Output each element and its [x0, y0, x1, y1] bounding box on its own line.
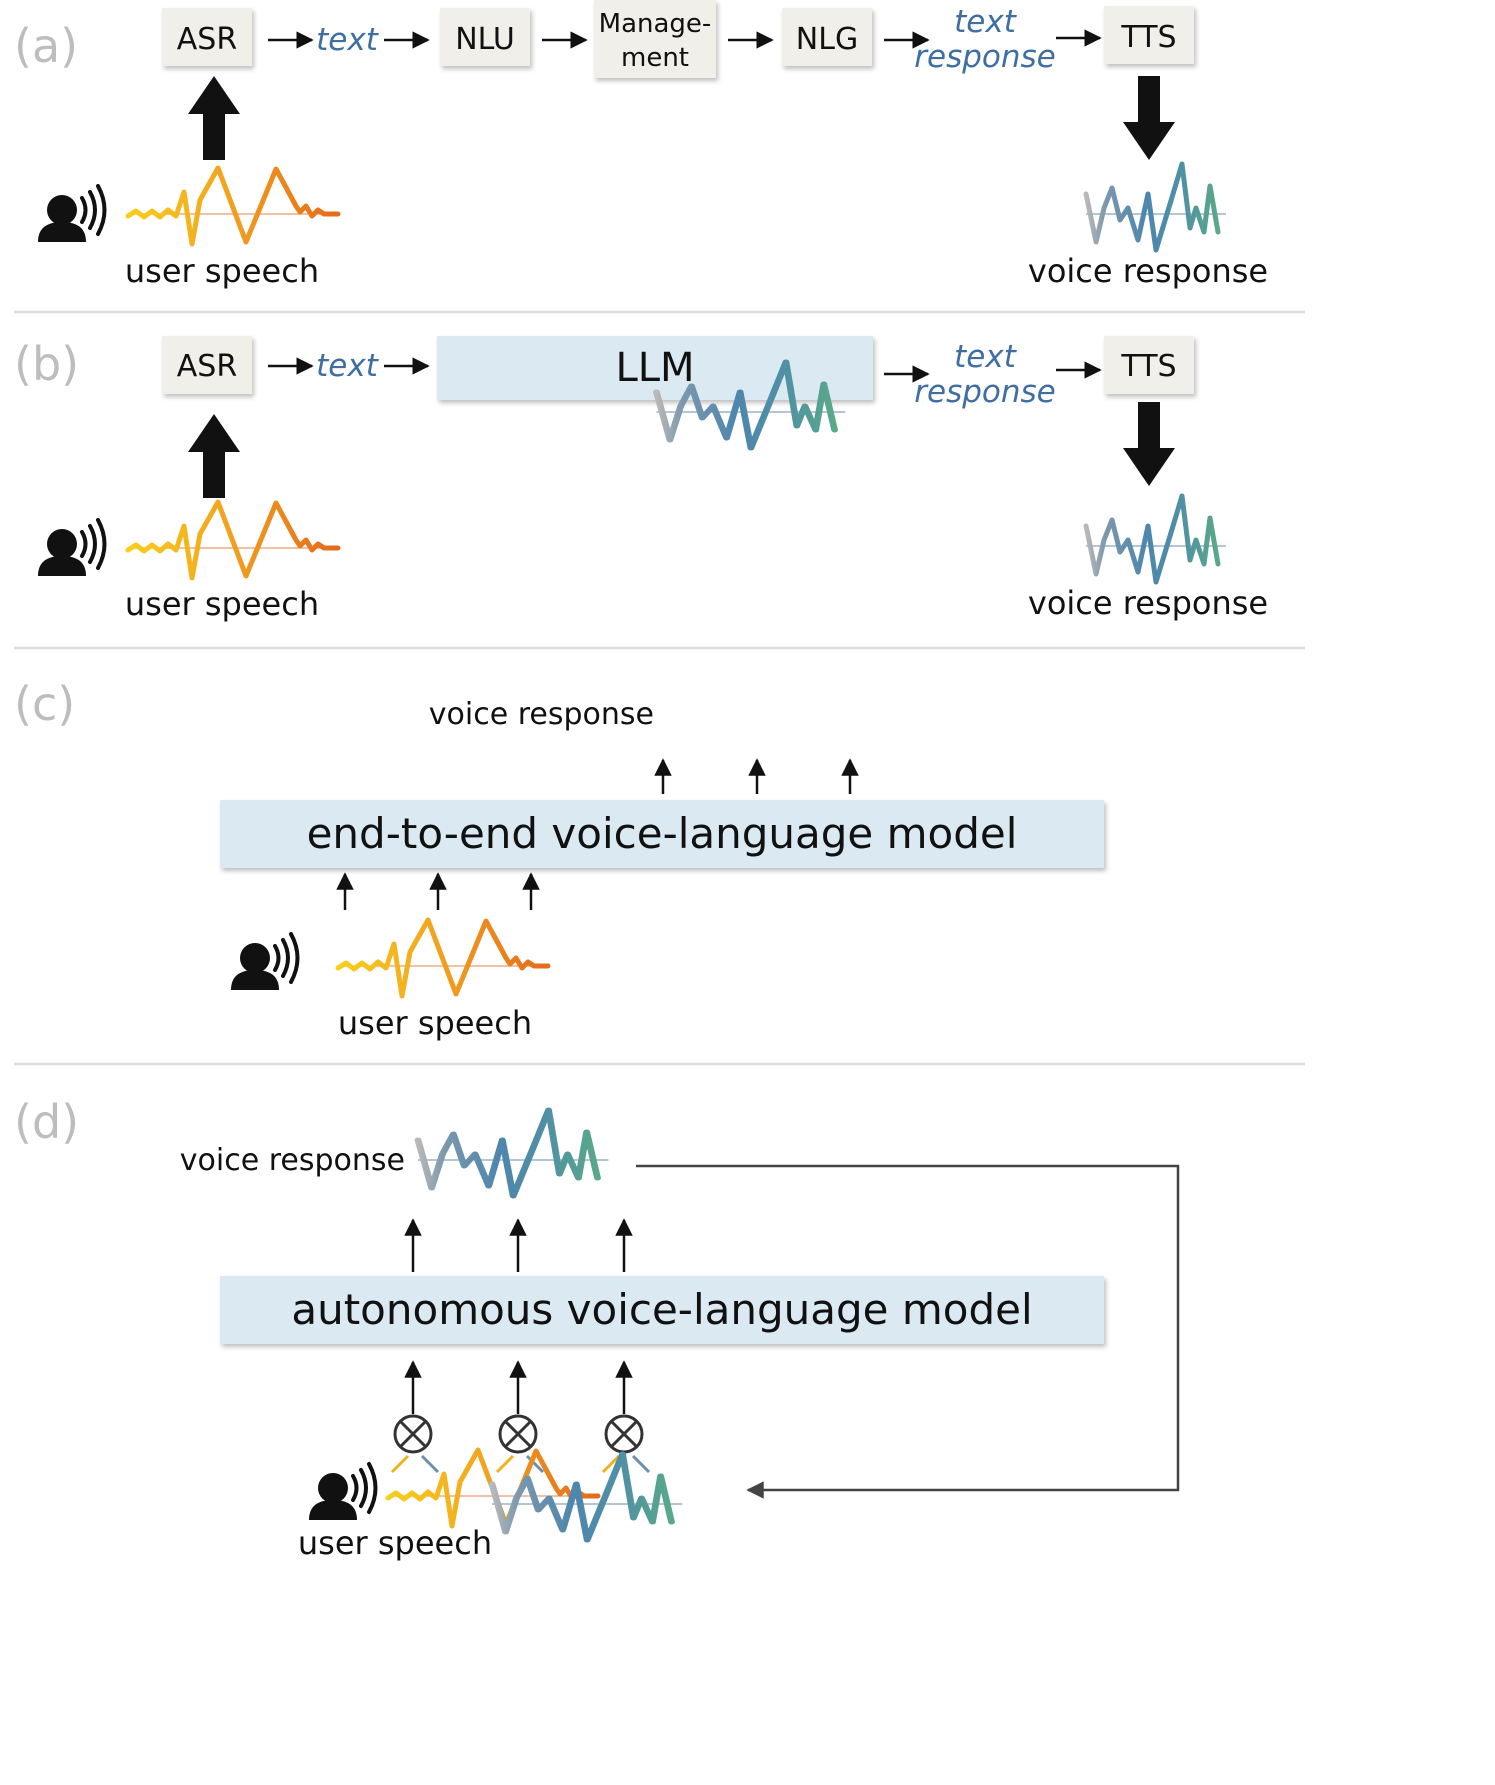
- nlg-box: NLG: [782, 8, 872, 66]
- text-label: text: [316, 348, 380, 384]
- user-speech-caption: user speech: [338, 1004, 532, 1042]
- voice-response-caption: voice response: [180, 1143, 405, 1178]
- user-speech-caption: user speech: [125, 252, 319, 290]
- panel-d: (d) voice response autonomous voice-lang…: [14, 1095, 1180, 1562]
- merge-arrow: [525, 1454, 545, 1474]
- management-box: Manage- ment: [594, 0, 716, 78]
- autonomous-model-box: autonomous voice-language model: [220, 1276, 1104, 1344]
- thick-up-arrow-icon: [188, 76, 240, 160]
- tts-label: TTS: [1120, 349, 1176, 384]
- text-label: text: [316, 22, 380, 58]
- voice-response-waveform: [1086, 164, 1226, 250]
- user-speaking-icon: [36, 518, 107, 578]
- voice-response-waveform: [1086, 496, 1226, 582]
- text-response-line2: response: [914, 374, 1055, 410]
- voice-response-caption: voice response: [1028, 252, 1268, 290]
- user-speech-waveform: [338, 920, 548, 996]
- management-label-line1: Manage-: [599, 9, 712, 39]
- multiply-circle-icon: [498, 1414, 538, 1454]
- nlg-label: NLG: [796, 22, 858, 57]
- nlu-label: NLU: [455, 22, 515, 57]
- autonomous-model-label: autonomous voice-language model: [291, 1285, 1032, 1334]
- panel-letter-d: (d): [14, 1095, 79, 1149]
- thick-down-arrow-icon: [1123, 402, 1175, 486]
- nlu-box: NLU: [440, 8, 530, 66]
- user-speaking-icon: [307, 1462, 378, 1522]
- panel-letter-c: (c): [14, 677, 75, 731]
- end-to-end-model-box: end-to-end voice-language model: [220, 800, 1104, 868]
- user-speech-waveform: [128, 168, 338, 244]
- merge-arrow: [601, 1454, 621, 1474]
- merge-arrow: [495, 1454, 515, 1474]
- text-response-line1: text: [954, 4, 1018, 40]
- panel-letter-b: (b): [14, 337, 79, 391]
- merge-arrow: [420, 1454, 440, 1474]
- thick-down-arrow-icon: [1123, 76, 1175, 160]
- user-speaking-icon: [36, 184, 107, 244]
- panel-a: (a) ASR text NLU Manage- ment NLG text r…: [14, 0, 1268, 290]
- panel-b: (b) ASR text LLM text response TTS user …: [14, 336, 1268, 623]
- end-to-end-model-label: end-to-end voice-language model: [307, 809, 1018, 858]
- text-response-line1: text: [954, 339, 1018, 375]
- voice-response-waveform: [418, 1110, 608, 1196]
- thick-up-arrow-icon: [188, 414, 240, 498]
- merge-arrow: [631, 1454, 651, 1474]
- asr-label: ASR: [177, 22, 237, 57]
- user-speech-caption: user speech: [298, 1524, 492, 1562]
- tts-box: TTS: [1104, 336, 1194, 394]
- asr-label: ASR: [177, 349, 237, 384]
- panel-c: (c) voice response end-to-end voice-lang…: [14, 362, 1104, 1042]
- feedback-loop-arrow: [636, 1164, 1180, 1499]
- tts-box: TTS: [1104, 6, 1194, 64]
- user-speech-waveform: [128, 502, 338, 578]
- user-speech-caption: user speech: [125, 585, 319, 623]
- voice-response-caption: voice response: [429, 697, 654, 732]
- multiply-circle-icon: [604, 1414, 644, 1454]
- multiply-circle-icon: [393, 1414, 433, 1454]
- user-speaking-icon: [229, 932, 300, 992]
- tts-label: TTS: [1120, 20, 1176, 55]
- merge-arrow: [390, 1454, 410, 1474]
- panel-letter-a: (a): [14, 19, 78, 73]
- text-response-line2: response: [914, 39, 1055, 75]
- llm-label: LLM: [615, 345, 694, 391]
- voice-response-caption: voice response: [1028, 584, 1268, 622]
- asr-box: ASR: [162, 336, 252, 394]
- asr-box: ASR: [162, 8, 252, 66]
- management-label-line2: ment: [621, 43, 689, 73]
- llm-box: LLM: [437, 336, 873, 400]
